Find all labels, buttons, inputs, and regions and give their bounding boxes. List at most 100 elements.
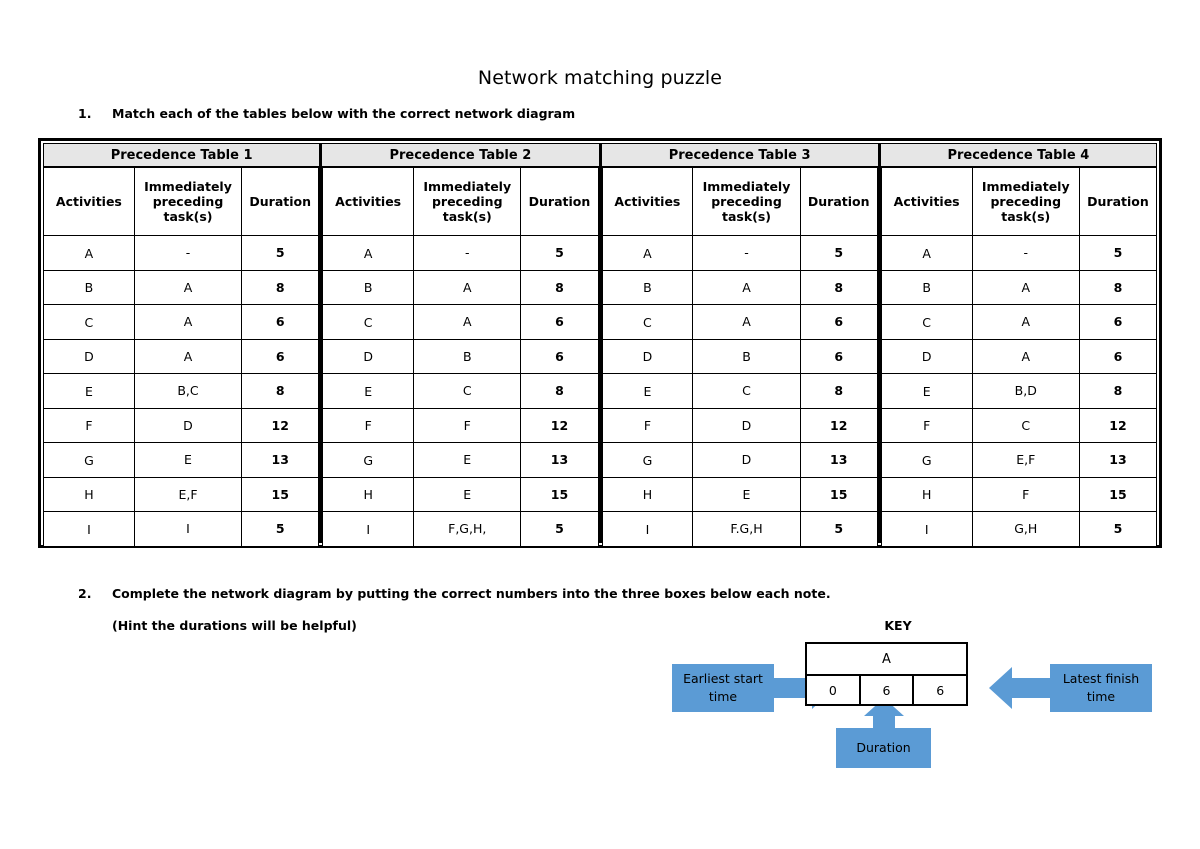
- precedence-table-1-title: Precedence Table 1: [43, 143, 320, 167]
- cell-preceding: A: [413, 269, 522, 305]
- cell-duration: 12: [241, 407, 320, 443]
- cell-duration: 12: [1078, 407, 1158, 443]
- cell-duration: 5: [1078, 511, 1158, 547]
- precedence-table-4: Precedence Table 4 Activities Immediatel…: [880, 143, 1158, 547]
- precedence-table-3-grid: Activities Immediately preceding task(s)…: [601, 167, 878, 547]
- precedence-table-2-title: Precedence Table 2: [322, 143, 599, 167]
- cell-activity: A: [322, 235, 415, 271]
- cell-duration: 8: [520, 373, 599, 409]
- instruction-2-text: Complete the network diagram by putting …: [112, 586, 831, 601]
- cell-preceding: B,D: [971, 373, 1080, 409]
- cell-duration: 8: [241, 373, 320, 409]
- cell-activity: I: [880, 511, 973, 547]
- cell-duration: 13: [799, 442, 878, 478]
- cell-preceding: F.G,H: [692, 511, 801, 547]
- cell-duration: 13: [241, 442, 320, 478]
- col-activities: Activities: [322, 167, 415, 236]
- cell-preceding: -: [133, 235, 243, 271]
- table-header-row: Activities Immediately preceding task(s)…: [43, 167, 320, 236]
- col-preceding-line-2: preceding: [711, 193, 782, 209]
- col-preceding: Immediately preceding task(s): [971, 167, 1080, 236]
- col-duration: Duration: [241, 167, 320, 236]
- cell-preceding: E,F: [133, 476, 243, 512]
- callout-duration: Duration: [836, 728, 931, 768]
- arrow-latest-finish-icon: [989, 667, 1050, 709]
- cell-duration: 8: [520, 269, 599, 305]
- cell-preceding: F: [971, 476, 1080, 512]
- cell-activity: H: [601, 476, 694, 512]
- col-activities: Activities: [43, 167, 135, 236]
- precedence-table-3: Precedence Table 3 Activities Immediatel…: [601, 143, 881, 547]
- table-header-row: Activities Immediately preceding task(s)…: [322, 167, 599, 236]
- table-row: A-5: [43, 235, 320, 271]
- cell-preceding: A: [133, 304, 243, 340]
- cell-duration: 5: [241, 511, 320, 547]
- cell-duration: 5: [1078, 235, 1158, 271]
- instruction-1: 1.Match each of the tables below with th…: [78, 106, 575, 121]
- col-activities: Activities: [601, 167, 694, 236]
- cell-activity: A: [880, 235, 973, 271]
- precedence-table-4-grid: Activities Immediately preceding task(s)…: [880, 167, 1158, 547]
- col-activities: Activities: [880, 167, 973, 236]
- cell-duration: 13: [1078, 442, 1158, 478]
- cell-preceding: G,H: [971, 511, 1080, 547]
- cell-duration: 12: [520, 407, 599, 443]
- cell-preceding: -: [413, 235, 522, 271]
- cell-duration: 6: [799, 304, 878, 340]
- table-header-row: Activities Immediately preceding task(s)…: [880, 167, 1158, 236]
- cell-duration: 8: [799, 269, 878, 305]
- cell-duration: 15: [520, 476, 599, 512]
- col-preceding-line-3: task(s): [163, 209, 213, 225]
- cell-preceding: B: [413, 338, 522, 374]
- precedence-table-1-grid: Activities Immediately preceding task(s)…: [43, 167, 320, 547]
- cell-activity: D: [322, 338, 415, 374]
- callout-latest-finish-time: Latest finish time: [1050, 664, 1152, 712]
- cell-preceding: D: [692, 407, 801, 443]
- precedence-table-4-title: Precedence Table 4: [880, 143, 1157, 167]
- cell-duration: 6: [520, 304, 599, 340]
- cell-preceding: A: [413, 304, 522, 340]
- cell-activity: E: [601, 373, 694, 409]
- precedence-table-1: Precedence Table 1 Activities Immediatel…: [43, 143, 323, 547]
- cell-activity: A: [43, 235, 135, 271]
- cell-preceding: I: [133, 511, 243, 547]
- cell-activity: G: [601, 442, 694, 478]
- cell-activity: H: [322, 476, 415, 512]
- col-preceding-line-2: preceding: [990, 193, 1062, 209]
- instruction-2-hint: (Hint the durations will be helpful): [112, 618, 357, 633]
- cell-preceding: A: [692, 304, 801, 340]
- cell-activity: H: [880, 476, 973, 512]
- precedence-table-3-title: Precedence Table 3: [601, 143, 878, 167]
- col-preceding-line-3: task(s): [442, 209, 492, 225]
- col-preceding: Immediately preceding task(s): [413, 167, 522, 236]
- cell-preceding: B,C: [133, 373, 243, 409]
- cell-preceding: C: [971, 407, 1080, 443]
- col-duration: Duration: [520, 167, 599, 236]
- col-preceding-line-1: Immediately: [981, 178, 1070, 194]
- cell-preceding: A: [971, 269, 1080, 305]
- cell-preceding: D: [133, 407, 243, 443]
- cell-activity: E: [880, 373, 973, 409]
- col-preceding-line-1: Immediately: [423, 178, 512, 194]
- cell-preceding: E: [413, 442, 522, 478]
- cell-duration: 6: [520, 338, 599, 374]
